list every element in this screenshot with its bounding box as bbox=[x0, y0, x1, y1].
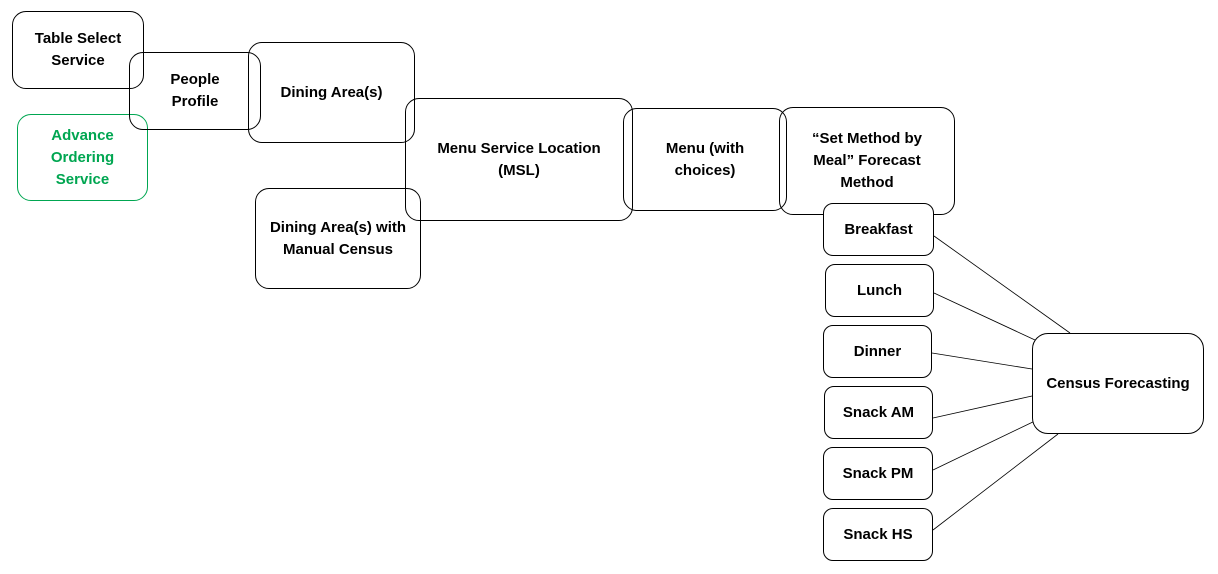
dining-areas-label: Dining Area(s) bbox=[280, 83, 383, 101]
snack-am-label: Snack AM bbox=[842, 403, 915, 421]
dinner-box: Dinner bbox=[823, 325, 932, 378]
connector-snack-am bbox=[932, 395, 1033, 419]
set-method-forecast-label: “Set Method by Meal” Forecast Method bbox=[811, 130, 922, 191]
advance-ordering-service-box: Advance Ordering Service bbox=[17, 114, 148, 201]
advance-ordering-service-label: Advance Ordering Service bbox=[50, 126, 115, 188]
census-forecasting-label: Census Forecasting bbox=[1046, 374, 1190, 392]
breakfast-label: Breakfast bbox=[844, 220, 913, 238]
set-method-forecast-box: “Set Method by Meal” Forecast Method bbox=[779, 107, 955, 215]
people-profile-label: People Profile bbox=[170, 71, 220, 110]
connector-dinner bbox=[931, 352, 1033, 370]
menu-service-location-box: Menu Service Location (MSL) bbox=[405, 98, 633, 221]
snack-am-box: Snack AM bbox=[824, 386, 933, 439]
lunch-label: Lunch bbox=[857, 281, 902, 299]
menu-service-location-label: Menu Service Location (MSL) bbox=[437, 139, 601, 179]
connector-snack-hs bbox=[932, 433, 1059, 531]
dining-areas-box: Dining Area(s) bbox=[248, 42, 415, 143]
snack-pm-box: Snack PM bbox=[823, 447, 933, 500]
snack-pm-label: Snack PM bbox=[842, 464, 914, 482]
dining-areas-manual-census-label: Dining Area(s) with Manual Census bbox=[269, 218, 407, 258]
table-select-service-label: Table Select Service bbox=[34, 30, 122, 69]
connector-breakfast bbox=[933, 235, 1071, 334]
connector-snack-pm bbox=[932, 419, 1038, 471]
snack-hs-label: Snack HS bbox=[843, 525, 913, 543]
menu-with-choices-box: Menu (with choices) bbox=[623, 108, 787, 211]
connector-lunch bbox=[933, 292, 1036, 341]
menu-with-choices-label: Menu (with choices) bbox=[665, 139, 745, 179]
table-select-service-box: Table Select Service bbox=[12, 11, 144, 89]
dinner-label: Dinner bbox=[853, 342, 902, 360]
snack-hs-box: Snack HS bbox=[823, 508, 933, 561]
breakfast-box: Breakfast bbox=[823, 203, 934, 256]
people-profile-box: People Profile bbox=[129, 52, 261, 130]
census-forecasting-box: Census Forecasting bbox=[1032, 333, 1204, 434]
lunch-box: Lunch bbox=[825, 264, 934, 317]
dining-areas-manual-census-box: Dining Area(s) with Manual Census bbox=[255, 188, 421, 289]
